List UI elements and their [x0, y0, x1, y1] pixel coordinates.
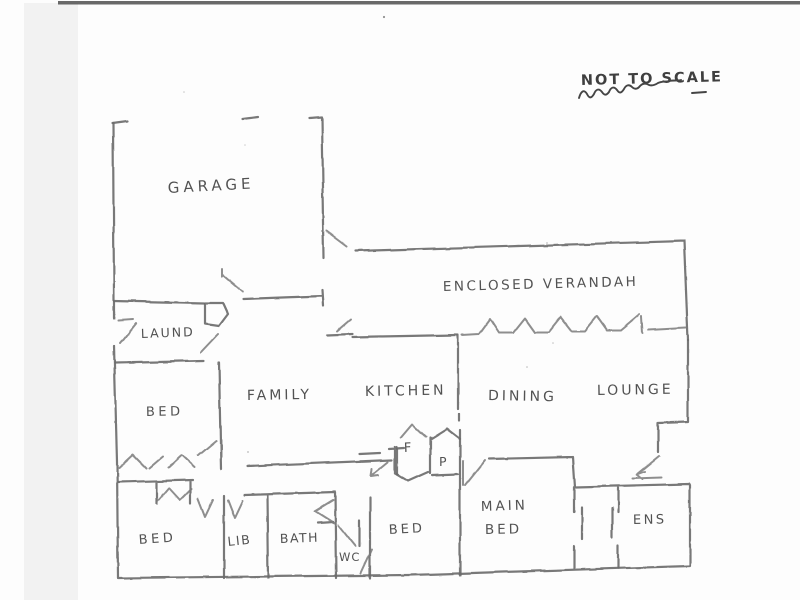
divider-wall-lines — [456, 333, 462, 577]
exterior-walls — [111, 121, 692, 580]
annotation-group: NOT TO SCALE — [578, 69, 723, 99]
room-label-bath: BATH — [280, 530, 320, 546]
room-label-family: FAMILY — [247, 387, 312, 404]
room-label-bed-left: BED — [146, 404, 184, 420]
scan-top-strip — [58, 1, 800, 5]
laundry-wall-lines — [113, 301, 230, 365]
verandah-walls — [325, 239, 690, 342]
lib-bath-wc-wall-lines — [222, 490, 372, 580]
exterior-wall-lines — [111, 121, 692, 580]
bath-door-swing — [314, 499, 335, 524]
main-bed-wall-lines — [487, 455, 692, 570]
kitchen-fixtures — [357, 423, 462, 483]
lounge-door-arrow — [632, 455, 662, 480]
kitchen-dining-divider — [456, 333, 462, 577]
fridge-door-swing — [400, 423, 427, 438]
garage-wall-lines — [110, 115, 326, 308]
bed-mid-robe-door — [360, 548, 373, 574]
scan-specks — [183, 15, 554, 453]
laundry-walls — [113, 301, 230, 365]
bedroom-left-door-swing — [197, 438, 222, 460]
verandah-door-swing — [336, 318, 352, 332]
main-bed-door-swing — [462, 459, 486, 486]
scan-artifacts — [24, 1, 800, 600]
scan-edge-band — [24, 3, 78, 600]
pencil-walls — [110, 115, 692, 580]
room-label-bed-bottom-mid: BED — [388, 521, 425, 538]
room-label-main-bed-line2: BED — [485, 521, 522, 538]
not-to-scale-label: NOT TO SCALE — [581, 69, 723, 89]
wc-door-swing — [337, 524, 356, 547]
verandah-wall-lines — [325, 239, 690, 342]
fridge-box — [357, 445, 430, 483]
room-label-lounge: LOUNGE — [597, 382, 674, 399]
hallway-door-arrow — [370, 461, 389, 477]
lounge-notch-wall — [656, 338, 690, 454]
bedroom-left-wall-lines — [116, 360, 223, 506]
room-label-ens: ENS — [633, 512, 667, 528]
room-label-bed-bottom-left: BED — [138, 530, 177, 548]
hallway-walls — [246, 445, 399, 477]
room-label-main-bed-line1: MAIN — [481, 497, 528, 515]
room-label-laundry: LAUND — [141, 324, 195, 341]
room-label-dining: DINING — [488, 388, 557, 405]
pantry-box — [428, 427, 462, 477]
bedroom-left-robe-doors — [118, 454, 196, 502]
fixture-label-pantry: P — [439, 454, 447, 469]
laundry-door-swings — [117, 318, 219, 353]
verandah-bifold-doors — [461, 314, 687, 336]
main-bed-ens-walls — [462, 455, 692, 570]
room-label-verandah: ENCLOSED VERANDAH — [443, 274, 639, 295]
room-label-garage: GARAGE — [167, 174, 255, 197]
bedroom-left-walls — [116, 360, 223, 506]
room-label-lib: LIB — [227, 532, 252, 549]
not-to-scale-underline — [578, 79, 707, 99]
garage-door-swing — [221, 230, 348, 293]
room-label-kitchen: KITCHEN — [365, 383, 447, 400]
room-label-wc: WC — [339, 550, 360, 564]
hallway-wall-lines — [246, 445, 399, 476]
fixture-label-fridge: F — [404, 441, 412, 456]
garage-walls — [110, 115, 348, 308]
lib-door-swings — [197, 498, 244, 519]
lib-bath-wc-walls — [197, 490, 373, 580]
room-labels: GARAGE ENCLOSED VERANDAH LAUND BED FAMIL… — [138, 174, 674, 564]
lounge-walls — [632, 338, 690, 480]
